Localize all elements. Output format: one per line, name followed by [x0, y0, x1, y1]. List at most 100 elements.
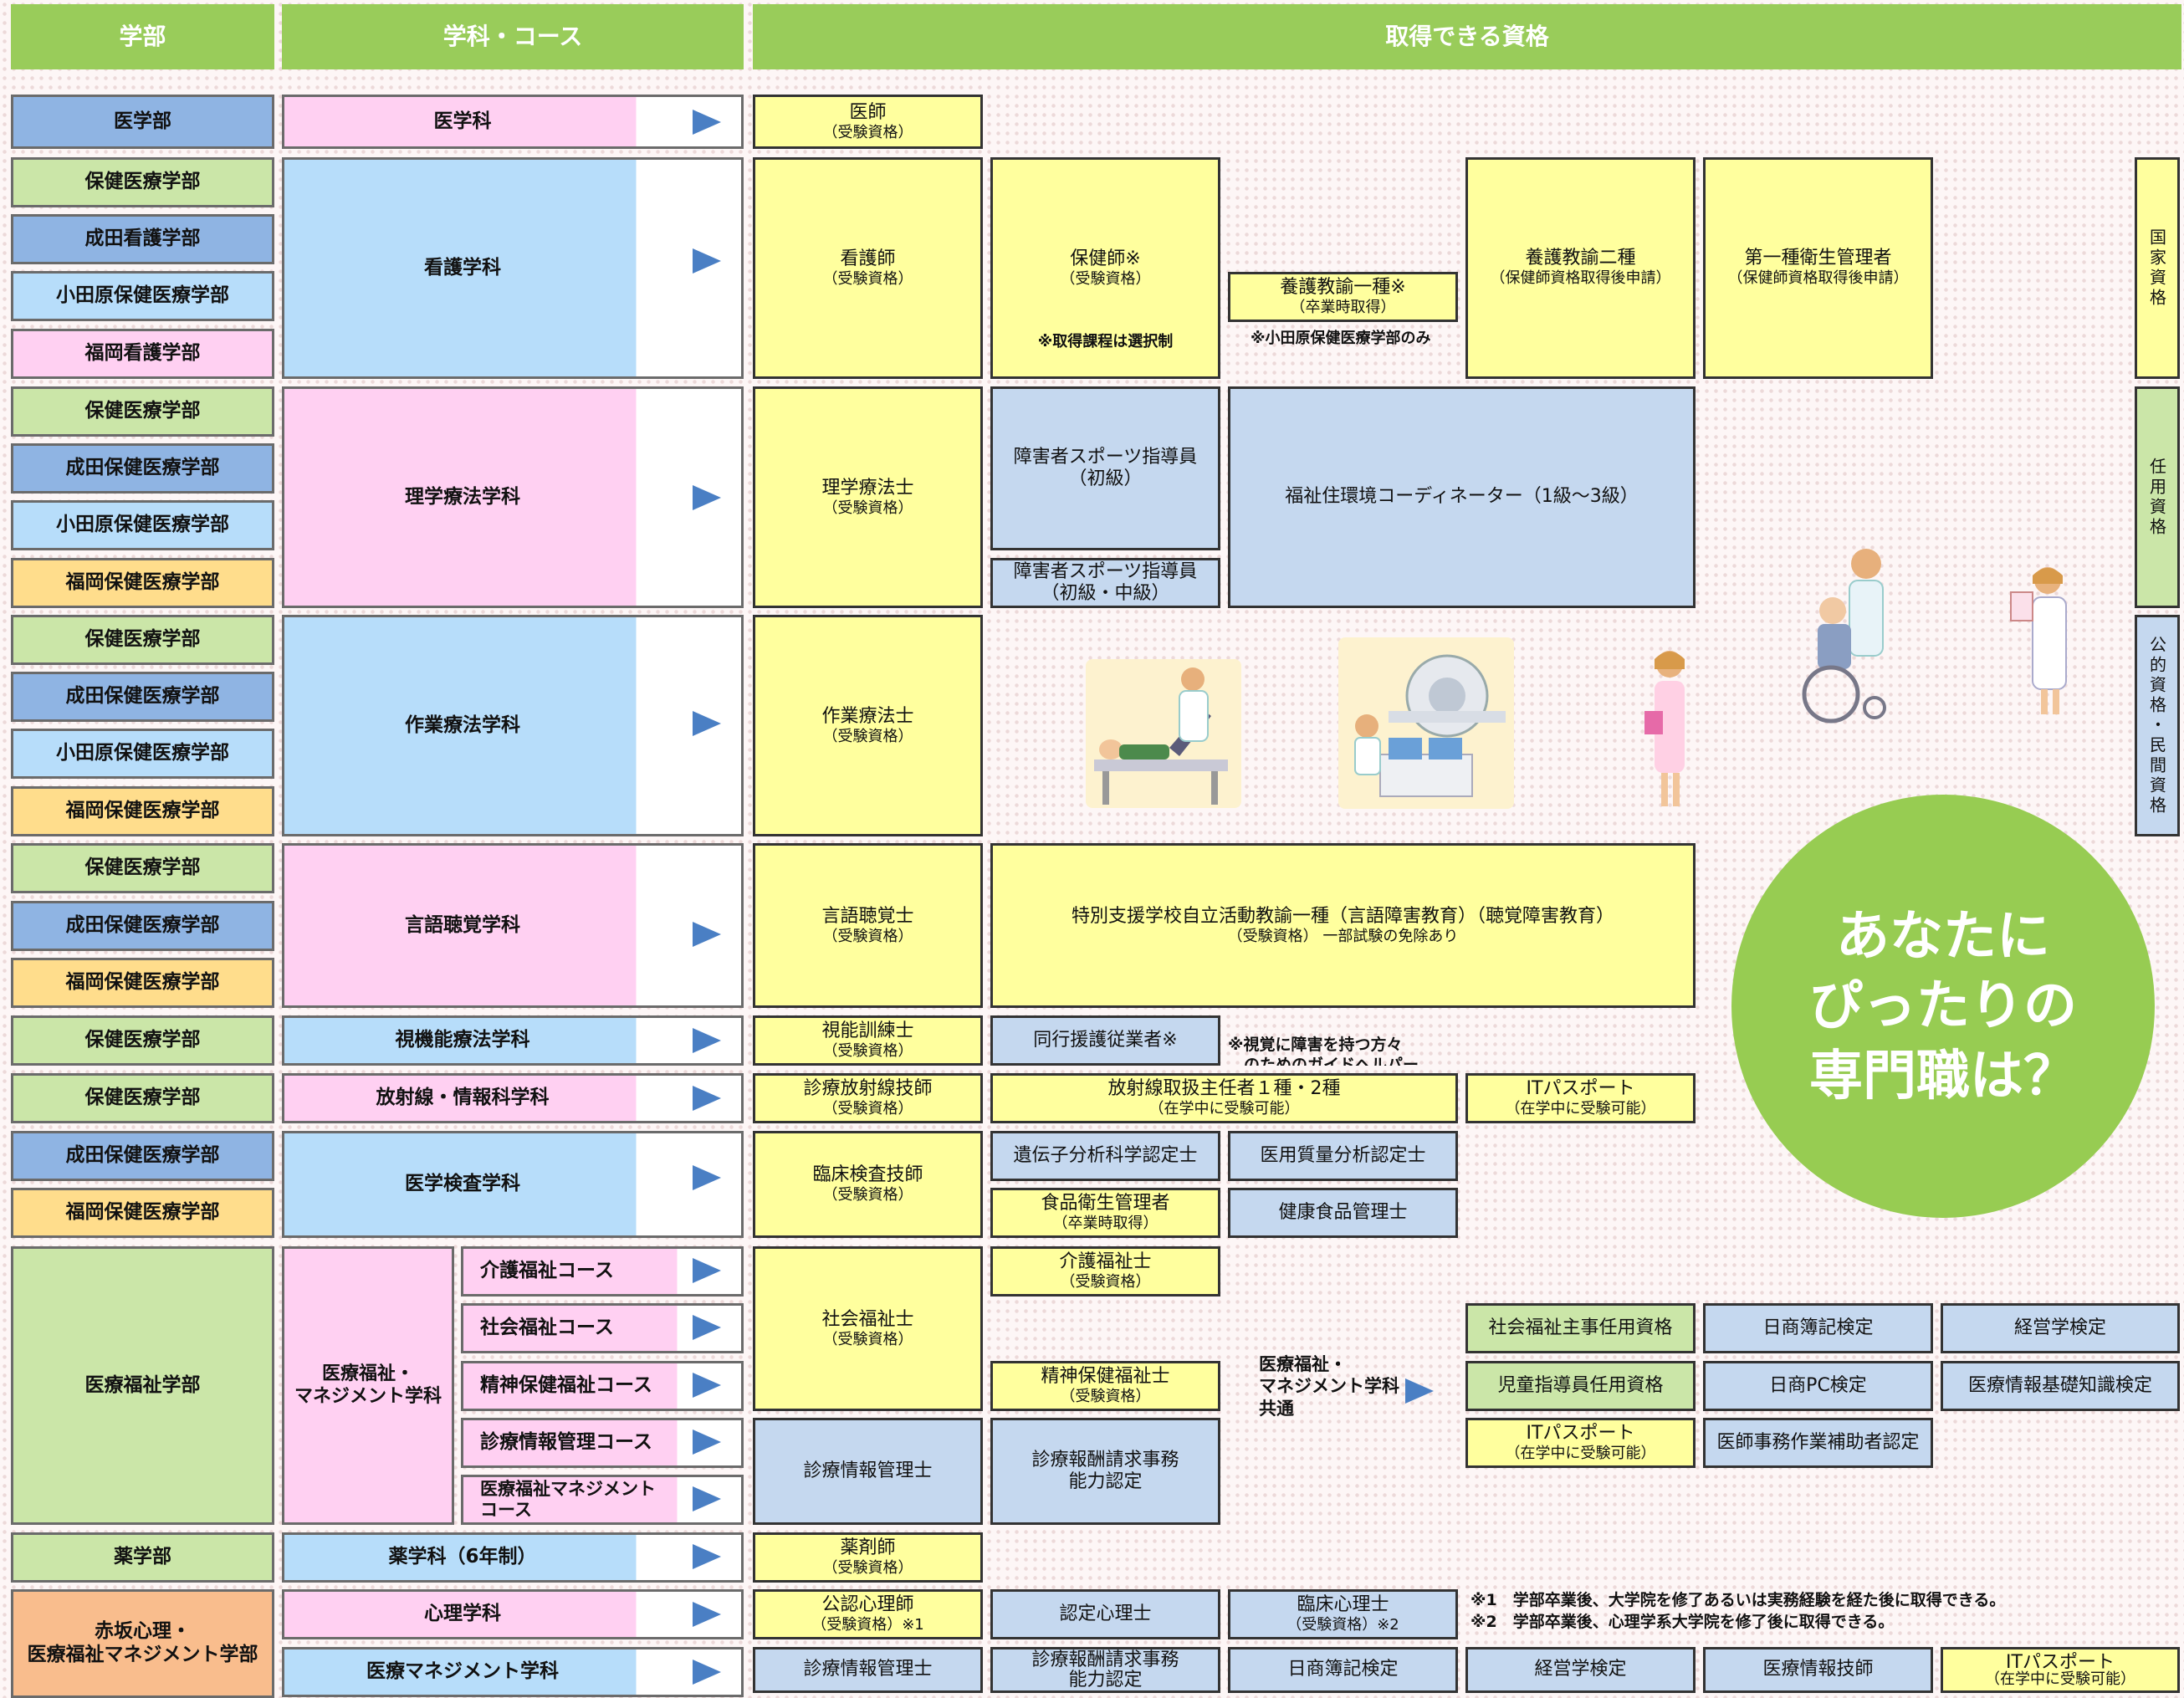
qual-doko[interactable]: 同行援護従業者※ — [990, 1015, 1220, 1066]
faculty-odawara[interactable]: 小田原保健医療学部 — [11, 729, 274, 779]
qual-rigaku-shi[interactable]: 理学療法士 （受験資格） — [753, 386, 983, 608]
course-mgmt[interactable]: 医療福祉マネジメント コース — [461, 1475, 744, 1525]
faculty-narita-hoken[interactable]: 成田保健医療学部 — [11, 901, 274, 951]
qual-nissho-boki[interactable]: 日商簿記検定 — [1228, 1647, 1458, 1693]
qual-it-passport[interactable]: ITパスポート （在学中に受験可能） — [1465, 1418, 1696, 1468]
qual-sagyo-shi[interactable]: 作業療法士 （受験資格） — [753, 615, 983, 836]
faculty-igaku[interactable]: 医学部 — [11, 95, 274, 149]
qual-shinryo-kanrishi[interactable]: 診療情報管理士 — [753, 1647, 983, 1693]
qual-nissho-boki[interactable]: 日商簿記検定 — [1703, 1303, 1933, 1353]
qual-eisei[interactable]: 第一種衛生管理者 （保健師資格取得後申請） — [1703, 157, 1933, 379]
dept-label: 医学検査学科 — [405, 1173, 520, 1195]
qual-shinryo-kanrishi[interactable]: 診療情報管理士 — [753, 1418, 983, 1525]
dept-kensa[interactable]: 医学検査学科 — [282, 1131, 744, 1238]
dept-iryo-mgmt[interactable]: 医療福祉・ マネジメント学科 — [282, 1246, 454, 1525]
shinri-note-1: ※1 学部卒業後、大学院を修了あるいは実務経験を経た後に取得できる。 — [1470, 1591, 2006, 1609]
faculty-odawara[interactable]: 小田原保健医療学部 — [11, 271, 274, 321]
faculty-odawara[interactable]: 小田原保健医療学部 — [11, 500, 274, 550]
qual-jido-shidoin[interactable]: 児童指導員任用資格 — [1465, 1361, 1696, 1411]
faculty-hoken[interactable]: 保健医療学部 — [11, 1073, 274, 1123]
dept-shiki[interactable]: 視機能療法学科 — [282, 1015, 744, 1066]
qual-name: 日商簿記検定 — [1287, 1659, 1399, 1680]
qual-gengo-shi[interactable]: 言語聴覚士 （受験資格） — [753, 843, 983, 1008]
faculty-narita-hoken[interactable]: 成田保健医療学部 — [11, 672, 274, 722]
dept-yakugaku[interactable]: 薬学科（6年制） — [282, 1532, 744, 1583]
qual-hoshasen-toriatsukai[interactable]: 放射線取扱主任者１種・2種 （在学中に受験可能） — [990, 1073, 1458, 1123]
qual-shokuhin[interactable]: 食品衛生管理者 （卒業時取得） — [990, 1188, 1220, 1238]
course-label: 精神保健福祉コース — [480, 1374, 652, 1397]
faculty-fukuoka-hoken[interactable]: 福岡保健医療学部 — [11, 786, 274, 836]
qual-shinryo-hoshu[interactable]: 診療報酬請求事務 能力認定 — [990, 1418, 1220, 1525]
arrow-right-icon — [693, 110, 721, 135]
faculty-iryo-fukushi[interactable]: 医療福祉学部 — [11, 1246, 274, 1525]
dept-hoshasen[interactable]: 放射線・情報科学科 — [282, 1073, 744, 1123]
faculty-yakugaku[interactable]: 薬学部 — [11, 1532, 274, 1583]
qual-sports1[interactable]: 障害者スポーツ指導員 （初級） — [990, 386, 1220, 550]
qual-it-passport[interactable]: ITパスポート （在学中に受験可能） — [1941, 1647, 2180, 1693]
qual-kenko-shokuhin[interactable]: 健康食品管理士 — [1228, 1188, 1458, 1238]
qual-keiei-kentei[interactable]: 経営学検定 — [1465, 1647, 1696, 1693]
course-seishin[interactable]: 精神保健福祉コース — [461, 1361, 744, 1411]
qual-sub: （受験資格） — [822, 1100, 913, 1118]
qual-name: 医用質量分析認定士 — [1260, 1144, 1426, 1166]
arrow-right-icon — [693, 1258, 721, 1283]
qual-iyo-shitsuryo[interactable]: 医用質量分析認定士 — [1228, 1131, 1458, 1181]
qual-hokenshi[interactable]: 保健師※ （受験資格） ※取得課程は選択制 — [990, 157, 1220, 379]
qual-nissho-pc[interactable]: 日商PC検定 — [1703, 1361, 1933, 1411]
faculty-fukuoka-hoken[interactable]: 福岡保健医療学部 — [11, 558, 274, 608]
qual-fukushi-jukankyo[interactable]: 福祉住環境コーディネーター（1級～3級） — [1228, 386, 1696, 608]
radiology-illustration — [1338, 637, 1514, 809]
dept-shinri[interactable]: 心理学科 — [282, 1589, 744, 1639]
qual-seishin-fukushishi[interactable]: 精神保健福祉士 （受験資格） — [990, 1361, 1220, 1411]
qual-ishi[interactable]: 医師 （受験資格） — [753, 95, 983, 149]
dept-sagyo[interactable]: 作業療法学科 — [282, 615, 744, 836]
faculty-narita-kango[interactable]: 成田看護学部 — [11, 214, 274, 264]
qual-sports2[interactable]: 障害者スポーツ指導員 （初級・中級） — [990, 558, 1220, 608]
dept-iryo-management[interactable]: 医療マネジメント学科 — [282, 1647, 744, 1697]
faculty-hoken[interactable]: 保健医療学部 — [11, 615, 274, 665]
faculty-narita-hoken[interactable]: 成田保健医療学部 — [11, 443, 274, 494]
faculty-hoken[interactable]: 保健医療学部 — [11, 843, 274, 893]
qual-name: 特別支援学校自立活動教諭一種（言語障害教育）（聴覚障害教育） — [1071, 905, 1614, 927]
faculty-fukuoka-hoken[interactable]: 福岡保健医療学部 — [11, 958, 274, 1008]
qual-rinsho-shinri[interactable]: 臨床心理士 （受験資格）※2 — [1228, 1589, 1458, 1639]
faculty-hoken[interactable]: 保健医療学部 — [11, 1015, 274, 1066]
faculty-hoken[interactable]: 保健医療学部 — [11, 157, 274, 207]
faculty-narita-hoken[interactable]: 成田保健医療学部 — [11, 1131, 274, 1181]
qual-idenshi[interactable]: 遺伝子分析科学認定士 — [990, 1131, 1220, 1181]
qual-name: 障害者スポーツ指導員 — [1013, 446, 1198, 468]
dept-gengo[interactable]: 言語聴覚学科 — [282, 843, 744, 1008]
faculty-hoken[interactable]: 保健医療学部 — [11, 386, 274, 437]
qual-shino[interactable]: 視能訓練士 （受験資格） — [753, 1015, 983, 1066]
qual-sub: （受験資格） — [1060, 269, 1151, 288]
qual-rinsho-kensa[interactable]: 臨床検査技師 （受験資格） — [753, 1131, 983, 1238]
dept-igakuka[interactable]: 医学科 — [282, 95, 744, 149]
qual-konin-shinri[interactable]: 公認心理師 （受験資格）※1 — [753, 1589, 983, 1639]
qual-shakai-fukushishi[interactable]: 社会福祉士 （受験資格） — [753, 1246, 983, 1411]
qual-kaigo-fukushishi[interactable]: 介護福祉士 （受験資格） — [990, 1246, 1220, 1297]
faculty-akasaka[interactable]: 赤坂心理・ 医療福祉マネジメント学部 — [11, 1589, 274, 1698]
qual-name: 診療放射線技師 — [803, 1078, 933, 1099]
qual-shakai-shuji[interactable]: 社会福祉主事任用資格 — [1465, 1303, 1696, 1353]
qual-it-passport[interactable]: ITパスポート （在学中に受験可能） — [1465, 1073, 1696, 1123]
qual-keiei-kentei[interactable]: 経営学検定 — [1941, 1303, 2180, 1353]
qual-kangoshi[interactable]: 看護師 （受験資格） — [753, 157, 983, 379]
qual-tokubetsu[interactable]: 特別支援学校自立活動教諭一種（言語障害教育）（聴覚障害教育） （受験資格） 一部… — [990, 843, 1696, 1008]
qual-yogo2[interactable]: 養護教諭二種 （保健師資格取得後申請） — [1465, 157, 1696, 379]
qual-hoshasen-gishi[interactable]: 診療放射線技師 （受験資格） — [753, 1073, 983, 1123]
qual-name: 言語聴覚士 — [821, 905, 914, 927]
arrow-right-icon — [693, 1165, 721, 1190]
dept-rigaku[interactable]: 理学療法学科 — [282, 386, 744, 608]
qual-ishi-jimu[interactable]: 医師事務作業補助者認定 — [1703, 1418, 1933, 1468]
qual-iryo-joho-gishi[interactable]: 医療情報技師 — [1703, 1647, 1933, 1693]
faculty-fukuoka-kango[interactable]: 福岡看護学部 — [11, 329, 274, 379]
qual-nintei-shinri[interactable]: 認定心理士 — [990, 1589, 1220, 1639]
qual-iryo-joho-kiso[interactable]: 医療情報基礎知識検定 — [1941, 1361, 2180, 1411]
qual-yogo1[interactable]: 養護教諭一種※ （卒業時取得） — [1228, 272, 1458, 322]
faculty-fukuoka-hoken[interactable]: 福岡保健医療学部 — [11, 1188, 274, 1238]
qual-sub: （受験資格） — [822, 499, 913, 517]
qual-yakuzaishi[interactable]: 薬剤師 （受験資格） — [753, 1532, 983, 1583]
qual-name: 障害者スポーツ指導員 — [1013, 560, 1198, 582]
dept-kango[interactable]: 看護学科 — [282, 157, 744, 379]
qual-shinryo-hoshu[interactable]: 診療報酬請求事務 能力認定 — [990, 1647, 1220, 1693]
